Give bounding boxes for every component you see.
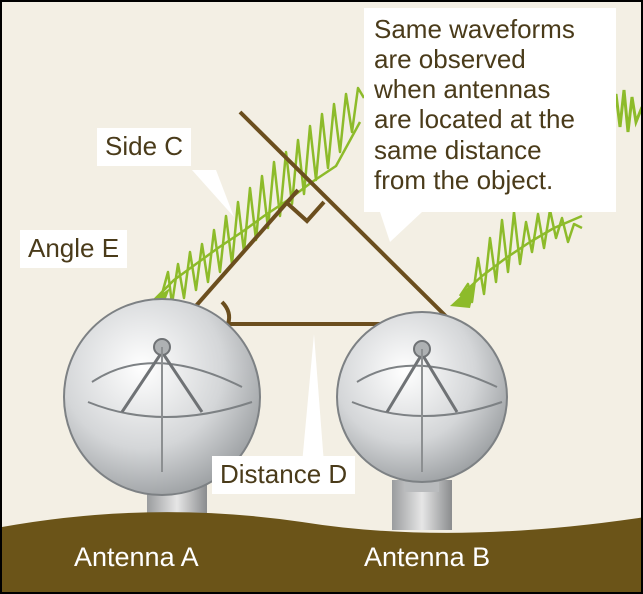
side-c-pointer: [192, 170, 234, 217]
antenna-b-dish-icon: [336, 311, 508, 530]
waveform-to-antenna-a: [151, 86, 366, 306]
distance-d-label: Distance D: [212, 456, 356, 494]
note-line: are located at the: [374, 104, 575, 135]
angle-e-label: Angle E: [20, 230, 128, 268]
note-pointer: [380, 212, 422, 242]
note-line: are observed: [374, 44, 526, 75]
antenna-b-label: Antenna B: [364, 542, 491, 572]
angle-e-arc: [220, 300, 232, 325]
antenna-a-dish-icon: [63, 298, 261, 530]
side-c-line: [178, 188, 300, 326]
note-line: when antennas: [374, 74, 551, 105]
side-c-label: Side C: [97, 128, 192, 166]
distance-d-pointer: [302, 334, 324, 464]
ground: [2, 512, 641, 592]
note-line: from the object.: [374, 164, 554, 195]
waveform-arrowhead-b: [450, 282, 476, 308]
waveform-right-edge: [610, 89, 641, 133]
waveform-to-antenna-b: [458, 208, 583, 304]
note-line: Same waveforms: [374, 14, 575, 44]
explanation-note: Same waveforms are observed when antenna…: [364, 8, 616, 212]
antenna-a-label: Antenna A: [74, 542, 199, 572]
right-angle-marker: [285, 200, 326, 224]
note-line: same distance: [374, 134, 542, 165]
